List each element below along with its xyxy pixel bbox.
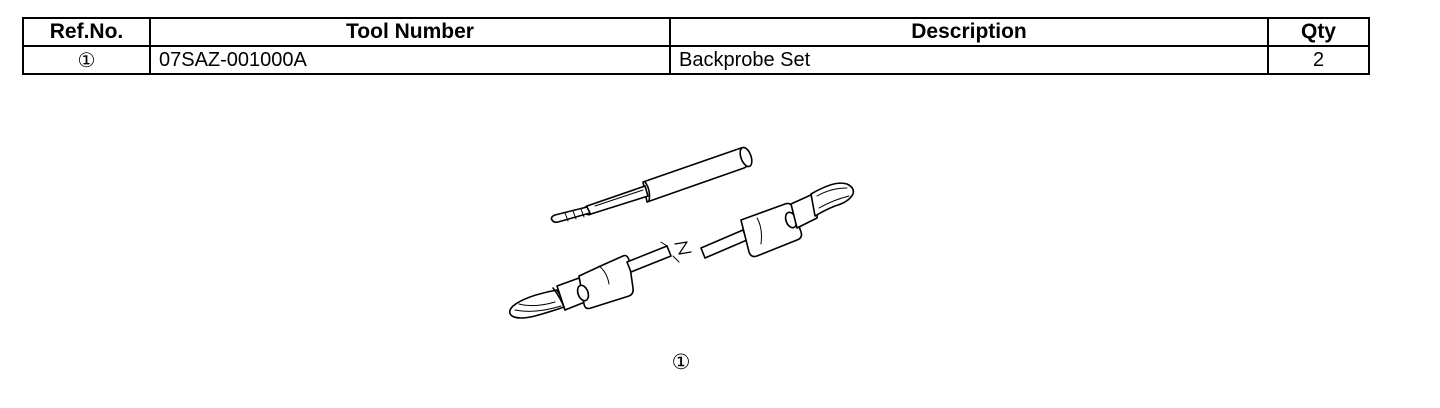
backprobe-set-illustration bbox=[495, 138, 865, 328]
backprobe-set-icon bbox=[508, 146, 855, 319]
tool-table: Ref.No. Tool Number Description Qty ① 07… bbox=[22, 17, 1370, 75]
header-ref-no: Ref.No. bbox=[22, 17, 151, 47]
figure-caption: ① bbox=[671, 350, 691, 374]
header-qty: Qty bbox=[1267, 17, 1370, 47]
cable-break-icon bbox=[660, 241, 692, 263]
banana-plug-right-icon bbox=[700, 182, 855, 259]
probe-pin-icon bbox=[550, 146, 753, 224]
table-row: ① 07SAZ-001000A Backprobe Set 2 bbox=[22, 45, 1370, 75]
cell-tool-number: 07SAZ-001000A bbox=[149, 45, 671, 75]
cell-description: Backprobe Set bbox=[669, 45, 1269, 75]
cell-ref-no: ① bbox=[22, 45, 151, 75]
header-tool-number: Tool Number bbox=[149, 17, 671, 47]
banana-plug-left-icon bbox=[508, 245, 672, 319]
table-header-row: Ref.No. Tool Number Description Qty bbox=[22, 17, 1370, 47]
header-description: Description bbox=[669, 17, 1269, 47]
cell-qty: 2 bbox=[1267, 45, 1370, 75]
